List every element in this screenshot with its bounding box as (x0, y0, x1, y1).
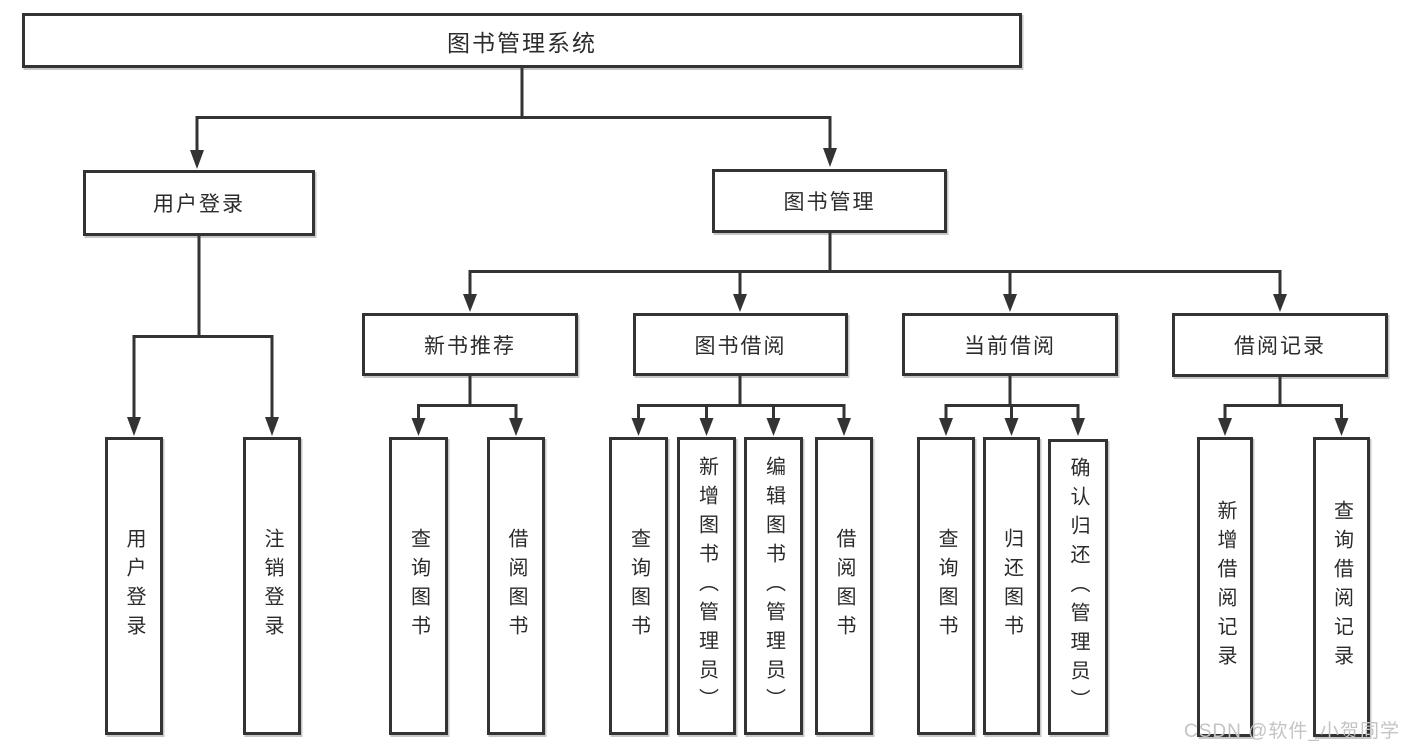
node-new-book-recommendation: 新书推荐 (362, 313, 578, 376)
leaf-logout: 注销登录 (243, 437, 301, 735)
node-borrowing-records: 借阅记录 (1172, 313, 1388, 377)
node-user-login: 用户登录 (83, 170, 315, 236)
leaf-query-books-current: 查询图书 (917, 437, 975, 735)
node-root: 图书管理系统 (22, 13, 1022, 68)
leaf-add-borrow-record: 新增借阅记录 (1197, 437, 1253, 737)
leaf-borrow-books-borrowing: 借阅图书 (815, 437, 873, 735)
leaf-borrow-books-recommend: 借阅图书 (487, 437, 545, 735)
leaf-return-books: 归还图书 (983, 437, 1040, 735)
leaf-query-borrow-record: 查询借阅记录 (1313, 437, 1370, 737)
leaf-user-login: 用户登录 (105, 437, 163, 735)
node-book-management: 图书管理 (712, 169, 947, 233)
node-current-borrowing: 当前借阅 (902, 313, 1118, 376)
leaf-query-books-recommend: 查询图书 (389, 437, 448, 735)
node-book-borrowing: 图书借阅 (633, 313, 848, 376)
leaf-confirm-return-admin: 确认归还（管理员） (1048, 439, 1108, 735)
leaf-add-book-admin: 新增图书（管理员） (677, 437, 736, 735)
leaf-edit-book-admin: 编辑图书（管理员） (744, 437, 803, 735)
arrowheads (127, 148, 1349, 436)
watermark: CSDN @软件_小贺同学 (1184, 721, 1400, 742)
leaf-query-books-borrowing: 查询图书 (609, 437, 668, 735)
